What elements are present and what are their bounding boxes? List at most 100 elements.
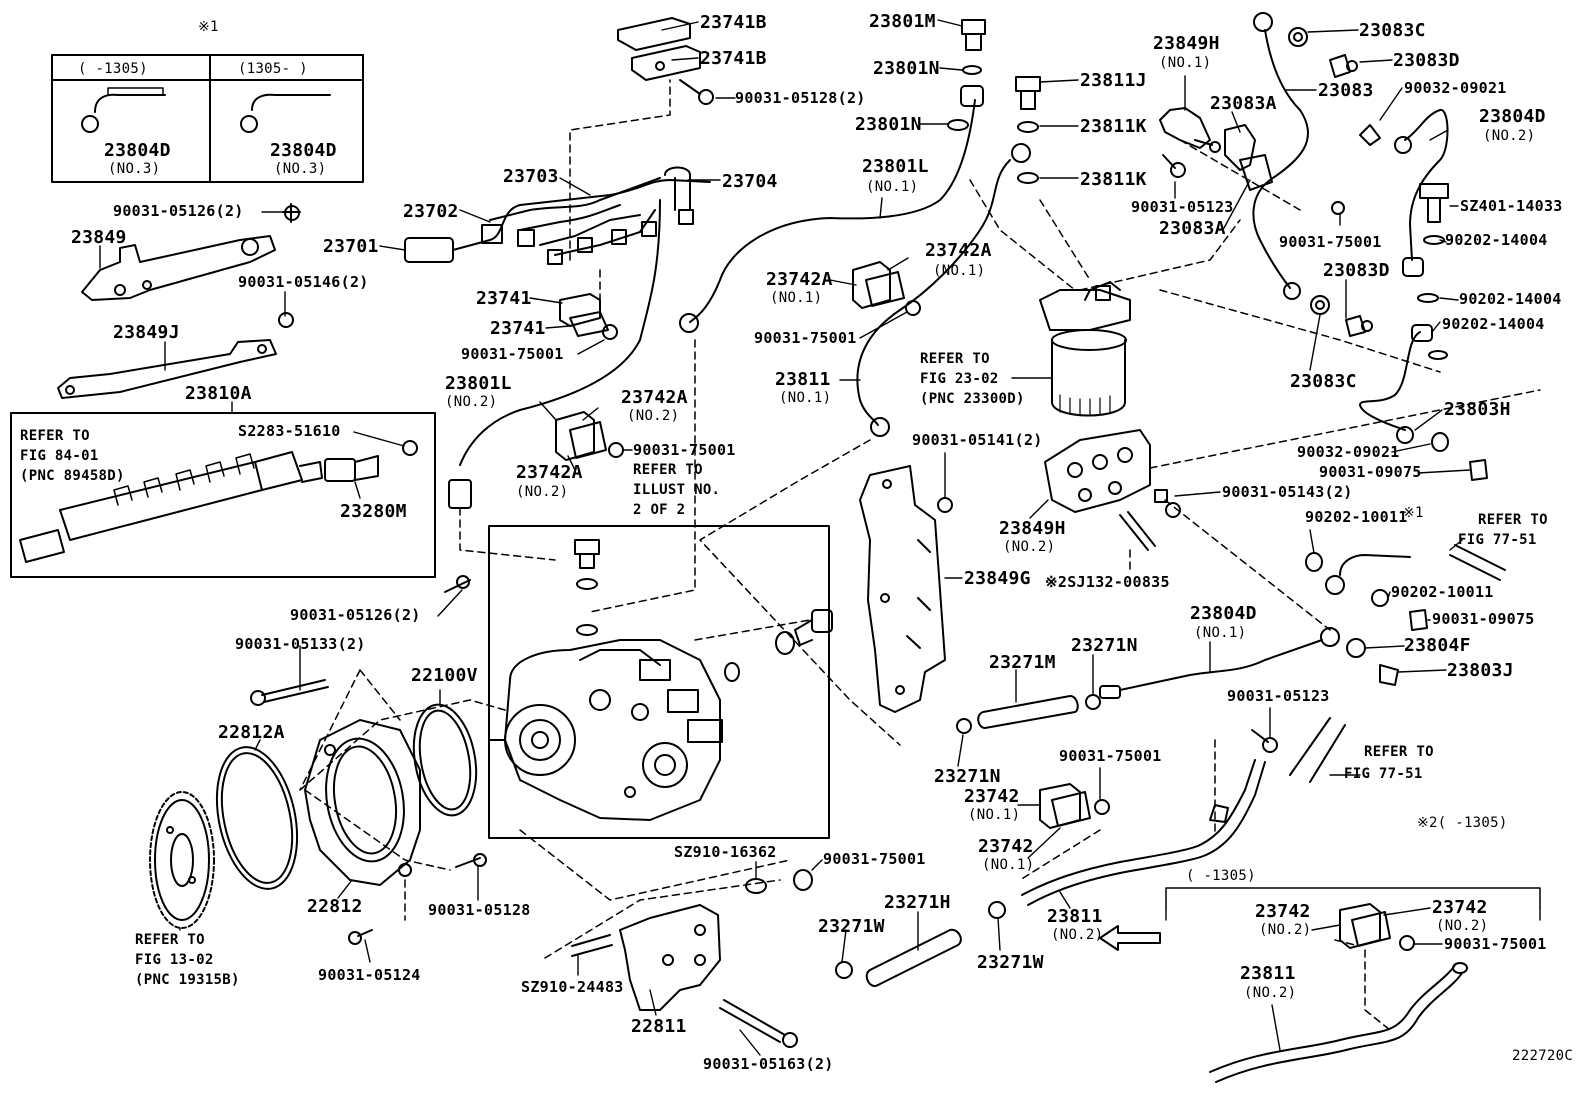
part-label-p23801l-2s[interactable]: (NO.2) — [445, 394, 498, 410]
part-label-p90032-09021-a[interactable]: 90032-09021 — [1404, 79, 1507, 97]
part-label-p90031-05128-2[interactable]: 90031-05128(2) — [735, 89, 866, 107]
part-label-ref-il-3[interactable]: 2 OF 2 — [633, 502, 686, 518]
part-label-p90031-05128[interactable]: 90031-05128 — [428, 901, 531, 919]
part-label-p23741-b[interactable]: 23741 — [490, 318, 546, 339]
part-label-p90031-75001-f[interactable]: 90031-75001 — [1279, 233, 1382, 251]
part-label-p22812a[interactable]: 22812A — [218, 722, 285, 743]
part-label-p23271w-b[interactable]: 23271W — [977, 952, 1044, 973]
part-label-prefer-to-23300[interactable]: REFER TO — [920, 351, 990, 367]
part-label-p90031-75001-d[interactable]: 90031-75001 — [823, 850, 926, 868]
part-label-p90031-05143-2[interactable]: 90031-05143(2) — [1222, 483, 1353, 501]
part-label-p90202-14004-c[interactable]: 90202-14004 — [1442, 315, 1545, 333]
part-label-p23849j[interactable]: 23849J — [113, 322, 180, 343]
part-label-p23271w-a[interactable]: 23271W — [818, 916, 885, 937]
part-label-p90031-05124[interactable]: 90031-05124 — [318, 966, 421, 984]
part-label-p23811-2s[interactable]: (NO.2) — [1051, 927, 1104, 943]
part-label-p23849[interactable]: 23849 — [71, 227, 127, 248]
part-label-p23271n-b[interactable]: 23271N — [934, 766, 1001, 787]
part-label-p90031-75001-a[interactable]: 90031-75001 — [461, 345, 564, 363]
part-label-p-mark2[interactable]: ※2( -1305) — [1417, 815, 1508, 831]
part-label-p90202-10011-a[interactable]: 90202-10011 — [1305, 508, 1408, 526]
part-label-p23742-a[interactable]: 23742 — [964, 786, 1020, 807]
part-label-p90031-09075-b[interactable]: 90031-09075 — [1432, 610, 1535, 628]
part-label-p23811-1s[interactable]: (NO.1) — [779, 390, 832, 406]
part-label-p23742-as[interactable]: (NO.1) — [968, 807, 1021, 823]
part-label-p23811-1[interactable]: 23811 — [775, 369, 831, 390]
part-label-p23742-bs[interactable]: (NO.1) — [982, 857, 1035, 873]
part-label-p23804d-1s[interactable]: (NO.1) — [1194, 625, 1247, 641]
part-label-p23701[interactable]: 23701 — [323, 236, 379, 257]
part-label-ref77a-2[interactable]: FIG 77-51 — [1458, 532, 1537, 548]
part-label-p23741b-b[interactable]: 23741B — [700, 48, 767, 69]
part-label-ref77a-1[interactable]: REFER TO — [1478, 512, 1548, 528]
part-label-p23811k-b[interactable]: 23811K — [1080, 169, 1147, 190]
part-label-p23742a-a[interactable]: 23742A — [925, 240, 992, 261]
part-label-p23801n-b[interactable]: 23801N — [855, 114, 922, 135]
part-label-prefer-to-23300c[interactable]: (PNC 23300D) — [920, 391, 1025, 407]
part-label-p23083a-b[interactable]: 23083A — [1159, 218, 1226, 239]
part-label-p90031-75001-b[interactable]: 90031-75001 — [754, 329, 857, 347]
part-label-p90031-75001-c[interactable]: 90031-75001 — [633, 441, 736, 459]
part-label-p23801n-a[interactable]: 23801N — [873, 58, 940, 79]
part-label-ref84-3[interactable]: (PNC 89458D) — [20, 468, 125, 484]
part-label-p23811k-a[interactable]: 23811K — [1080, 116, 1147, 137]
part-label-p90202-14004-a[interactable]: 90202-14004 — [1445, 231, 1548, 249]
part-label-p23703[interactable]: 23703 — [503, 166, 559, 187]
part-label-p23801l-1s[interactable]: (NO.1) — [866, 179, 919, 195]
part-label-ref77b-1[interactable]: REFER TO — [1364, 744, 1434, 760]
part-label-p2sj132[interactable]: ※2SJ132-00835 — [1045, 573, 1170, 591]
part-label-p-range-1305[interactable]: ( -1305) — [1186, 868, 1256, 884]
part-label-p90031-05141-2[interactable]: 90031-05141(2) — [912, 431, 1043, 449]
part-label-p23801l-1[interactable]: 23801L — [862, 156, 929, 177]
part-label-p23742a-c[interactable]: 23742A — [621, 387, 688, 408]
part-label-p23849h-2s[interactable]: (NO.2) — [1003, 539, 1056, 555]
part-label-p90031-75001-g[interactable]: 90031-75001 — [1444, 935, 1547, 953]
part-label-p23741-a[interactable]: 23741 — [476, 288, 532, 309]
part-label-ref13-1[interactable]: REFER TO — [135, 932, 205, 948]
part-label-p23742a-as[interactable]: (NO.1) — [933, 263, 986, 279]
part-label-p23811-3s[interactable]: (NO.2) — [1244, 985, 1297, 1001]
part-label-p23083d-b[interactable]: 23083D — [1323, 260, 1390, 281]
part-label-p23742-ds[interactable]: (NO.2) — [1436, 918, 1489, 934]
part-label-p23803j[interactable]: 23803J — [1447, 660, 1514, 681]
part-label-p23742a-b[interactable]: 23742A — [766, 269, 833, 290]
part-label-p23804d-2[interactable]: 23804D — [1479, 106, 1546, 127]
part-label-p90031-05126-2a[interactable]: 90031-05126(2) — [113, 202, 244, 220]
part-label-ref77b-2[interactable]: FIG 77-51 — [1344, 766, 1423, 782]
part-label-p23801l-2[interactable]: 23801L — [445, 373, 512, 394]
part-label-ref-il-2[interactable]: ILLUST NO. — [633, 482, 721, 498]
part-label-p23742a-ds[interactable]: (NO.2) — [516, 484, 569, 500]
part-label-ref84-1[interactable]: REFER TO — [20, 428, 90, 444]
part-label-prefer-to-23300b[interactable]: FIG 23-02 — [920, 371, 999, 387]
part-label-p23271m[interactable]: 23271M — [989, 652, 1056, 673]
part-label-p23811-2[interactable]: 23811 — [1047, 906, 1103, 927]
part-label-p23804f[interactable]: 23804F — [1404, 635, 1471, 656]
part-label-p90031-05133-2[interactable]: 90031-05133(2) — [235, 635, 366, 653]
part-label-p-mark1[interactable]: ※1 — [1403, 505, 1424, 521]
part-label-p23704[interactable]: 23704 — [722, 171, 778, 192]
part-label-p23804d-2s[interactable]: (NO.2) — [1483, 128, 1536, 144]
part-label-p23083c-a[interactable]: 23083C — [1359, 20, 1426, 41]
part-label-p23742a-cs[interactable]: (NO.2) — [627, 408, 680, 424]
part-label-p23271n-a[interactable]: 23271N — [1071, 635, 1138, 656]
part-label-p23742-b[interactable]: 23742 — [978, 836, 1034, 857]
part-label-p22100v[interactable]: 22100V — [411, 665, 478, 686]
part-label-p90031-05146-2[interactable]: 90031-05146(2) — [238, 273, 369, 291]
part-label-p90031-05123-b[interactable]: 90031-05123 — [1227, 687, 1330, 705]
part-label-p23083d-a[interactable]: 23083D — [1393, 50, 1460, 71]
part-label-p23742a-d[interactable]: 23742A — [516, 462, 583, 483]
part-label-p23742-c[interactable]: 23742 — [1255, 901, 1311, 922]
part-label-p23810a[interactable]: 23810A — [185, 383, 252, 404]
part-label-p23742-d[interactable]: 23742 — [1432, 897, 1488, 918]
part-label-ref13-2[interactable]: FIG 13-02 — [135, 952, 214, 968]
part-label-psz401-14033[interactable]: SZ401-14033 — [1460, 197, 1563, 215]
part-label-p23702[interactable]: 23702 — [403, 201, 459, 222]
part-label-p23083[interactable]: 23083 — [1318, 80, 1374, 101]
part-label-ref13-3[interactable]: (PNC 19315B) — [135, 972, 240, 988]
part-label-p90031-05126-2b[interactable]: 90031-05126(2) — [290, 606, 421, 624]
part-label-p90031-05123-a[interactable]: 90031-05123 — [1131, 198, 1234, 216]
part-label-p23742a-bs[interactable]: (NO.1) — [770, 290, 823, 306]
part-label-p23804d-1[interactable]: 23804D — [1190, 603, 1257, 624]
part-label-p23083c-b[interactable]: 23083C — [1290, 371, 1357, 392]
part-label-p90032-09021-b[interactable]: 90032-09021 — [1297, 443, 1400, 461]
